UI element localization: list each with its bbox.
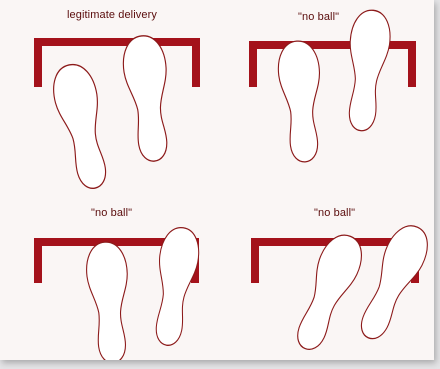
crease-diagram — [0, 0, 434, 360]
back-foot-icon — [85, 241, 134, 360]
panel-no-ball-bottom-left — [38, 225, 202, 360]
panel-no-ball-top-right — [253, 8, 412, 163]
diagram-card: legitimate delivery "no ball" "no ball" … — [0, 0, 434, 360]
panel-legitimate-delivery — [38, 34, 196, 193]
back-foot-icon — [48, 61, 116, 193]
panel-no-ball-bottom-right — [255, 219, 434, 356]
back-foot-icon — [286, 229, 369, 356]
front-foot-icon — [341, 8, 393, 132]
back-foot-icon — [276, 40, 325, 164]
front-foot-icon — [120, 34, 175, 164]
